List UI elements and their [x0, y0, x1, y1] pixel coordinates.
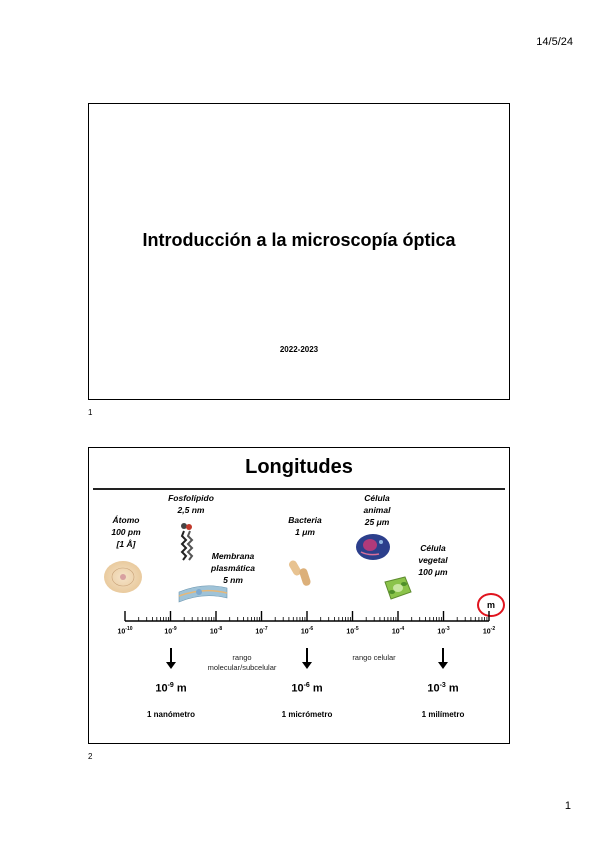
slide-2: Longitudes Átomo 100 pm [1 Å] Fosfolípid… [88, 447, 510, 744]
molecular-range-label: rango molecular/subcelular [207, 653, 277, 672]
nanometer-value: 10-9 m [155, 682, 187, 695]
nanometer-label: 1 nanómetro [146, 710, 195, 719]
tick-label: 10-2 [482, 626, 496, 636]
tick-label: 10-6 [300, 626, 314, 636]
tick-label: 10-9 [164, 626, 177, 636]
tick-label: 10-8 [209, 626, 223, 636]
slide-2-number: 2 [88, 752, 93, 761]
plant-cell-icon [384, 576, 412, 600]
slide-1: Introducción a la microscopía óptica 202… [88, 103, 510, 400]
arrow-nanometer [166, 648, 176, 669]
animal-cell-icon [356, 534, 390, 560]
tick-label: 10-7 [255, 626, 268, 636]
page-number: 1 [564, 800, 571, 812]
tick-label: 10-3 [437, 626, 450, 636]
slide-1-year: 2022-2023 [279, 345, 319, 354]
millimeter-value: 10-3 m [427, 682, 459, 695]
arrow-millimeter [438, 648, 448, 669]
phospholipid-label: Fosfolípido 2,5 nm [168, 493, 214, 515]
phospholipid-icon [180, 523, 194, 561]
slide-1-number: 1 [88, 408, 93, 417]
bacteria-icon [289, 560, 311, 586]
title-underline [93, 488, 505, 490]
tick-label: 10-4 [391, 626, 405, 636]
arrow-micrometer [302, 648, 312, 669]
micrometer-label: 1 micrómetro [281, 710, 333, 719]
membrane-icon [178, 585, 228, 603]
animal-cell-label: Célula animal 25 μm [363, 493, 391, 527]
slide-1-title: Introducción a la microscopía óptica [142, 230, 456, 250]
tick-label: 10-5 [346, 626, 359, 636]
membrane-label: Membrana plasmática 5 nm [211, 551, 255, 585]
bacteria-label: Bacteria 1 μm [288, 515, 322, 537]
micrometer-value: 10-6 m [291, 682, 323, 695]
cellular-range-label: rango celular [352, 653, 396, 662]
log-scale-axis [124, 611, 490, 622]
meter-unit-marker: m [477, 593, 505, 617]
slide-2-title: Longitudes [245, 456, 353, 478]
plant-cell-label: Célula vegetal 100 μm [418, 543, 448, 577]
tick-label: 10-10 [117, 626, 133, 636]
print-date: 14/5/24 [536, 36, 573, 48]
millimeter-label: 1 milímetro [421, 710, 465, 719]
atom-icon [104, 561, 142, 593]
atom-label: Átomo 100 pm [1 Å] [111, 515, 141, 549]
